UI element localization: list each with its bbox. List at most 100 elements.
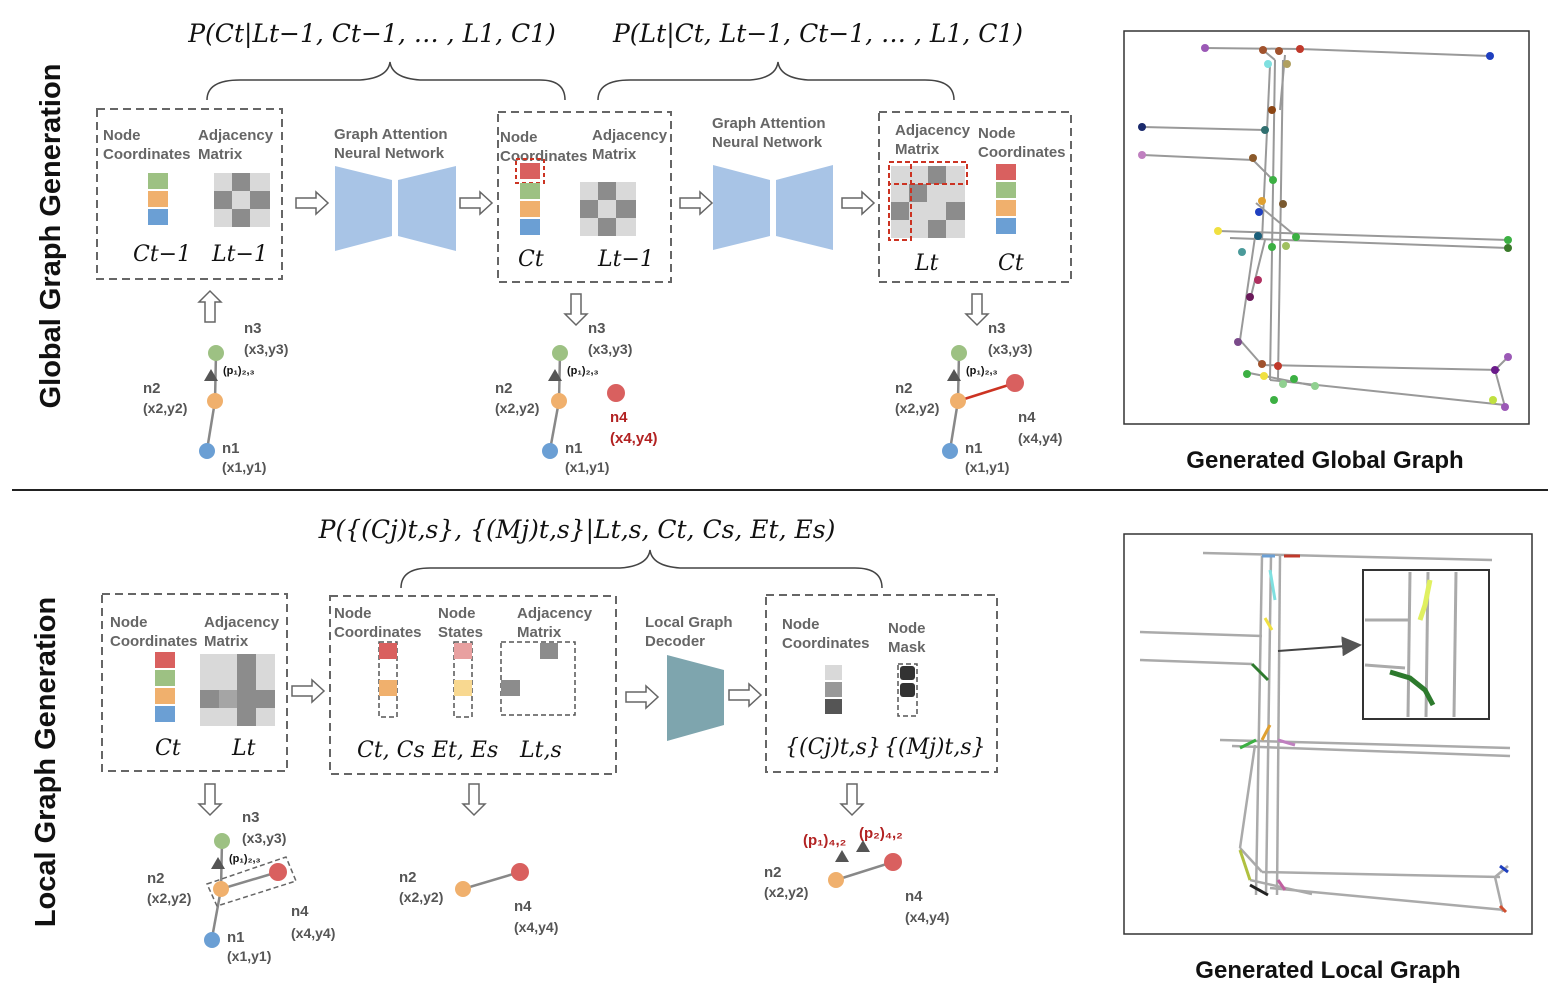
svg-text:n2: n2 bbox=[895, 380, 913, 397]
svg-text:n1: n1 bbox=[565, 440, 583, 457]
svg-text:(x2,y2): (x2,y2) bbox=[764, 884, 808, 900]
svg-text:Neural Network: Neural Network bbox=[712, 134, 823, 151]
svg-text:(x3,y3): (x3,y3) bbox=[244, 341, 288, 357]
svg-text:(p₁)₄,₂: (p₁)₄,₂ bbox=[803, 832, 846, 849]
svg-text:States: States bbox=[438, 624, 483, 641]
svg-text:n2: n2 bbox=[764, 864, 782, 881]
svg-text:Lt,s: Lt,s bbox=[519, 738, 562, 763]
svg-text:n1: n1 bbox=[227, 929, 245, 946]
svg-text:Adjacency: Adjacency bbox=[204, 614, 280, 631]
svg-text:n2: n2 bbox=[399, 869, 417, 886]
svg-text:Coordinates: Coordinates bbox=[334, 624, 422, 641]
svg-text:n4: n4 bbox=[905, 888, 923, 905]
svg-text:(x1,y1): (x1,y1) bbox=[227, 948, 271, 964]
svg-text:Lt: Lt bbox=[914, 251, 939, 276]
svg-text:(x3,y3): (x3,y3) bbox=[242, 830, 286, 846]
svg-text:Matrix: Matrix bbox=[592, 146, 637, 163]
formula-node-coords: P(Ct|Lt−1, Ct−1, … , L1, C1) bbox=[187, 19, 556, 49]
svg-text:Ct: Ct bbox=[518, 247, 544, 272]
arrow-down-icon bbox=[461, 783, 487, 817]
svg-text:Adjacency: Adjacency bbox=[592, 127, 668, 144]
gat-network-2: Graph Attention Neural Network bbox=[712, 115, 833, 250]
arrow-down-icon bbox=[839, 783, 865, 817]
svg-text:Decoder: Decoder bbox=[645, 633, 705, 650]
svg-text:{(Cj)t,s}: {(Cj)t,s} bbox=[785, 735, 881, 760]
svg-text:Matrix: Matrix bbox=[517, 624, 562, 641]
svg-text:Graph Attention: Graph Attention bbox=[712, 115, 826, 132]
svg-text:n1: n1 bbox=[222, 440, 240, 457]
svg-text:(x2,y2): (x2,y2) bbox=[895, 400, 939, 416]
svg-text:n4: n4 bbox=[1018, 409, 1036, 426]
svg-text:Ct: Ct bbox=[998, 251, 1024, 276]
section-title-local: Local Graph Generation bbox=[30, 597, 62, 927]
edge-update-box: Adjacency Matrix Node Coordinates Lt Ct bbox=[878, 111, 1072, 283]
svg-text:Ct: Ct bbox=[155, 736, 181, 761]
svg-text:n4: n4 bbox=[291, 903, 309, 920]
svg-text:Node: Node bbox=[334, 605, 372, 622]
svg-text:(x2,y2): (x2,y2) bbox=[399, 889, 443, 905]
arrow-right-icon bbox=[295, 190, 330, 216]
label-coordinates: Coordinates bbox=[103, 146, 191, 163]
svg-text:(x1,y1): (x1,y1) bbox=[222, 459, 266, 475]
svg-text:Node: Node bbox=[782, 616, 820, 633]
label-matrix: Matrix bbox=[198, 146, 243, 163]
brace-1 bbox=[206, 61, 566, 101]
svg-text:n3: n3 bbox=[588, 320, 606, 337]
svg-text:n1: n1 bbox=[965, 440, 983, 457]
svg-text:(x4,y4): (x4,y4) bbox=[291, 925, 335, 941]
formula-adjacency: P(Lt|Ct, Lt−1, Ct−1, … , L1, C1) bbox=[612, 19, 1023, 49]
arrow-down-icon bbox=[964, 293, 990, 327]
svg-text:(p₁)₂,₃: (p₁)₂,₃ bbox=[966, 365, 998, 377]
svg-text:(x2,y2): (x2,y2) bbox=[143, 400, 187, 416]
svg-text:Coordinates: Coordinates bbox=[110, 633, 198, 650]
formula-local: P({(Cj)t,s}, {(Mj)t,s}|Lt,s, Ct, Cs, Et,… bbox=[318, 515, 836, 545]
generated-local-graph bbox=[1123, 533, 1533, 935]
svg-text:Coordinates: Coordinates bbox=[782, 635, 870, 652]
svg-text:Node: Node bbox=[110, 614, 148, 631]
node-update-box: Node Coordinates Adjacency Matrix Ct Lt−… bbox=[497, 111, 672, 283]
graph-new-node: n3 (x3,y3) (p₁)₂,₃ n2 (x2,y2) n4 (x4,y4)… bbox=[495, 320, 658, 475]
math-c-prev: Ct−1 bbox=[133, 242, 191, 267]
input-graph-box: Node Coordinates Adjacency Matrix Ct−1 L… bbox=[96, 108, 283, 280]
svg-text:(p₁)₂,₃: (p₁)₂,₃ bbox=[223, 365, 255, 377]
brace-2 bbox=[597, 61, 955, 101]
svg-text:Coordinates: Coordinates bbox=[500, 148, 588, 165]
svg-text:Mask: Mask bbox=[888, 639, 926, 656]
graph-new-edge: n3 (x3,y3) (p₁)₂,₃ n2 (x2,y2) n4 (x4,y4)… bbox=[895, 320, 1062, 475]
gat-network-1: Graph Attention Neural Network bbox=[334, 126, 456, 251]
svg-text:Graph Attention: Graph Attention bbox=[334, 126, 448, 143]
svg-text:n2: n2 bbox=[143, 380, 161, 397]
svg-text:Node: Node bbox=[500, 129, 538, 146]
svg-text:Neural Network: Neural Network bbox=[334, 145, 445, 162]
svg-text:(p₂)₄,₂: (p₂)₄,₂ bbox=[859, 825, 903, 842]
local-graph-subgraph: n2 (x2,y2) n4 (x4,y4) bbox=[399, 863, 558, 935]
caption-local: Generated Local Graph bbox=[1195, 957, 1460, 984]
svg-text:Matrix: Matrix bbox=[895, 141, 940, 158]
svg-text:n3: n3 bbox=[242, 809, 260, 826]
svg-text:(x1,y1): (x1,y1) bbox=[565, 459, 609, 475]
arrow-down-icon bbox=[197, 783, 223, 817]
svg-text:Node: Node bbox=[438, 605, 476, 622]
svg-text:Adjacency: Adjacency bbox=[895, 122, 971, 139]
arrow-right-icon bbox=[291, 678, 326, 704]
local-graph-input: n3 (x3,y3) (p₁)₂,₃ n2 (x2,y2) n4 (x4,y4)… bbox=[147, 809, 335, 964]
svg-text:Coordinates: Coordinates bbox=[978, 144, 1066, 161]
decoder-output-box: Node Coordinates Node Mask {(Cj)t,s} {(M… bbox=[765, 594, 998, 773]
svg-text:n2: n2 bbox=[495, 380, 513, 397]
svg-text:Ct, Cs: Ct, Cs bbox=[357, 738, 425, 763]
generated-global-graph bbox=[1123, 30, 1530, 425]
svg-text:n3: n3 bbox=[244, 320, 262, 337]
local-input-box: Node Coordinates Adjacency Matrix Ct Lt bbox=[101, 593, 288, 772]
graph-input: n3 (x3,y3) (p₁)₂,₃ n2 (x2,y2) n1 (x1,y1) bbox=[143, 320, 288, 475]
svg-text:n4: n4 bbox=[610, 409, 628, 426]
caption-global: Generated Global Graph bbox=[1186, 447, 1463, 474]
local-graph-output: (p₁)₄,₂ (p₂)₄,₂ n2 (x2,y2) n4 (x4,y4) bbox=[764, 825, 949, 925]
arrow-right-icon bbox=[841, 190, 876, 216]
arrow-right-icon bbox=[728, 682, 763, 708]
svg-text:Lt: Lt bbox=[231, 736, 256, 761]
svg-text:(x4,y4): (x4,y4) bbox=[1018, 430, 1062, 446]
arrow-up-icon bbox=[197, 289, 223, 323]
svg-text:Node: Node bbox=[978, 125, 1016, 142]
svg-text:(p₁)₂,₃: (p₁)₂,₃ bbox=[567, 365, 599, 377]
